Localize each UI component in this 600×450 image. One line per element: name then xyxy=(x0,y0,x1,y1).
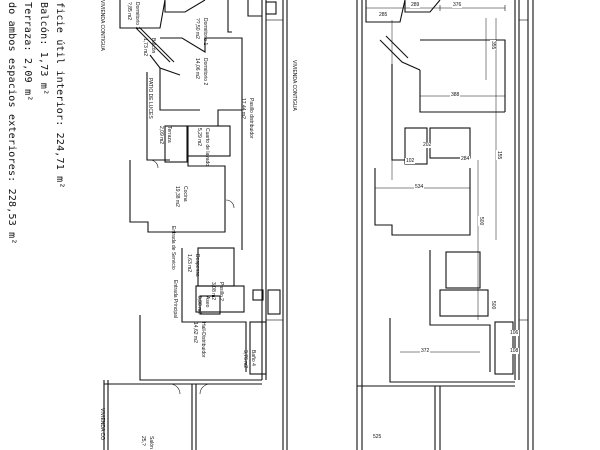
room-bano-4: Baño 4 3,76 m2 xyxy=(242,350,264,368)
dimension-label: 500 xyxy=(490,300,496,311)
room-name: Despensa xyxy=(194,254,200,277)
room-terraza: Terraza 2,09 m2 xyxy=(158,126,180,144)
label-patio-de-luces: PATIO DE LUCES xyxy=(147,78,153,119)
dimension-label: 202 xyxy=(422,142,433,148)
room-entrada-principal: Entrada Principal xyxy=(169,280,186,318)
dimension-label: 285 xyxy=(378,12,389,18)
room-name: Dormitorio 3 xyxy=(134,2,140,30)
room-pasillo-distribuidor: Pasillo distribuidor 17,44 m2 xyxy=(240,98,262,139)
room-salon: Salón 25,? xyxy=(140,436,162,449)
room-name: Cocina xyxy=(182,186,188,202)
room-area: 14,62 m2 xyxy=(192,322,199,343)
room-hall-distribuidor: Hall-Distribuidor 14,62 m2 xyxy=(192,322,214,358)
dimension-label: 372 xyxy=(420,348,431,354)
room-area: 3,76 m2 xyxy=(242,350,249,369)
dimension-label: 284 xyxy=(460,156,471,162)
room-name: Entrada Principal xyxy=(172,280,178,319)
summary-line-3: Terraza: 2,09 m² xyxy=(22,2,33,102)
room-area: 2,09 m2 xyxy=(158,126,165,145)
room-name: Terraza xyxy=(166,126,172,143)
dimension-label: 500 xyxy=(478,216,484,227)
room-area: 1,63 m2 xyxy=(186,254,193,273)
room-area: 14,06 m2 xyxy=(194,58,201,79)
room-cuarto-lavado: Cuarto de lavado 5,29 m2 xyxy=(196,128,218,166)
dimension-label: 525 xyxy=(372,434,383,440)
room-name: Pasillo distribuidor xyxy=(248,98,254,139)
dimension-label: 155 xyxy=(496,150,502,161)
room-cocina: Cocina 19,38 m2 xyxy=(174,186,196,207)
right-plan-walls xyxy=(356,0,534,450)
room-name: Hall-Distribuidor xyxy=(200,322,206,358)
room-aseo: Aseo 0,90 m2 xyxy=(196,296,218,314)
area-summary-terrace: Terraza: 2,09 m² xyxy=(22,2,33,102)
room-dormitorio-2: Dormitorio 2 14,06 m2 xyxy=(194,58,216,85)
room-area: 5,29 m2 xyxy=(196,128,203,147)
room-name: Entrada de Servicio xyxy=(170,226,176,270)
room-name: Aseo xyxy=(204,296,210,308)
dimension-label: 534 xyxy=(414,184,425,190)
room-name: Balcón xyxy=(150,38,156,54)
summary-line-4: do ambos espacios exteriores: 228,53 m² xyxy=(6,2,17,245)
area-summary-balcony: Balcón: 1,73 m² xyxy=(38,2,49,95)
label-vivienda-contigua-right: VIVIENDA CONTIGUA xyxy=(291,60,297,111)
label-vivienda-contigua-bottom: VIVIENDA CO xyxy=(99,408,105,440)
room-area: 19,38 m2 xyxy=(174,186,181,207)
room-balcon: Balcón 1,73 m2 xyxy=(142,38,164,56)
left-plan-walls xyxy=(103,0,288,450)
label-vivienda-contigua-top: VIVIENDA CONTIGUA xyxy=(99,0,105,51)
dimension-ticks xyxy=(365,5,506,191)
summary-line-1: ficie útil interior: 224,71 m² xyxy=(54,2,65,189)
area-summary-total: do ambos espacios exteriores: 228,53 m² xyxy=(6,2,17,245)
room-area: 0,90 m2 xyxy=(196,296,203,315)
area-summary: ficie útil interior: 224,71 m² xyxy=(54,2,65,189)
room-area: 17,44 m2 xyxy=(240,98,247,119)
room-despensa: Despensa 1,63 m2 xyxy=(186,254,208,277)
room-name: Dormitorio 1 xyxy=(202,18,208,46)
room-entrada-servicio: Entrada de Servicio xyxy=(167,226,184,270)
room-area: ??,50 m2 xyxy=(194,18,201,39)
room-area: ?,85 m2 xyxy=(126,2,133,21)
dimension-label: 376 xyxy=(452,2,463,8)
dimension-label: 355 xyxy=(490,40,496,51)
room-dormitorio-3: Dormitorio 3 ?,85 m2 xyxy=(126,2,148,29)
room-name: Pasillo 2 xyxy=(218,282,224,301)
room-name: Dormitorio 2 xyxy=(202,58,208,86)
room-name: Baño 4 xyxy=(250,350,256,366)
dimension-label: 102 xyxy=(405,158,416,164)
room-name: Cuarto de lavado xyxy=(204,128,210,167)
dimension-label: 289 xyxy=(410,2,421,8)
room-area: 25,? xyxy=(140,436,147,446)
dimension-label: 388 xyxy=(450,92,461,98)
dimension-label: 106 xyxy=(509,330,520,336)
room-dormitorio-1: Dormitorio 1 ??,50 m2 xyxy=(194,18,216,45)
summary-line-2: Balcón: 1,73 m² xyxy=(38,2,49,96)
room-area: 1,73 m2 xyxy=(142,38,149,57)
dimension-label: 108 xyxy=(509,348,520,354)
room-name: Salón xyxy=(148,436,154,449)
